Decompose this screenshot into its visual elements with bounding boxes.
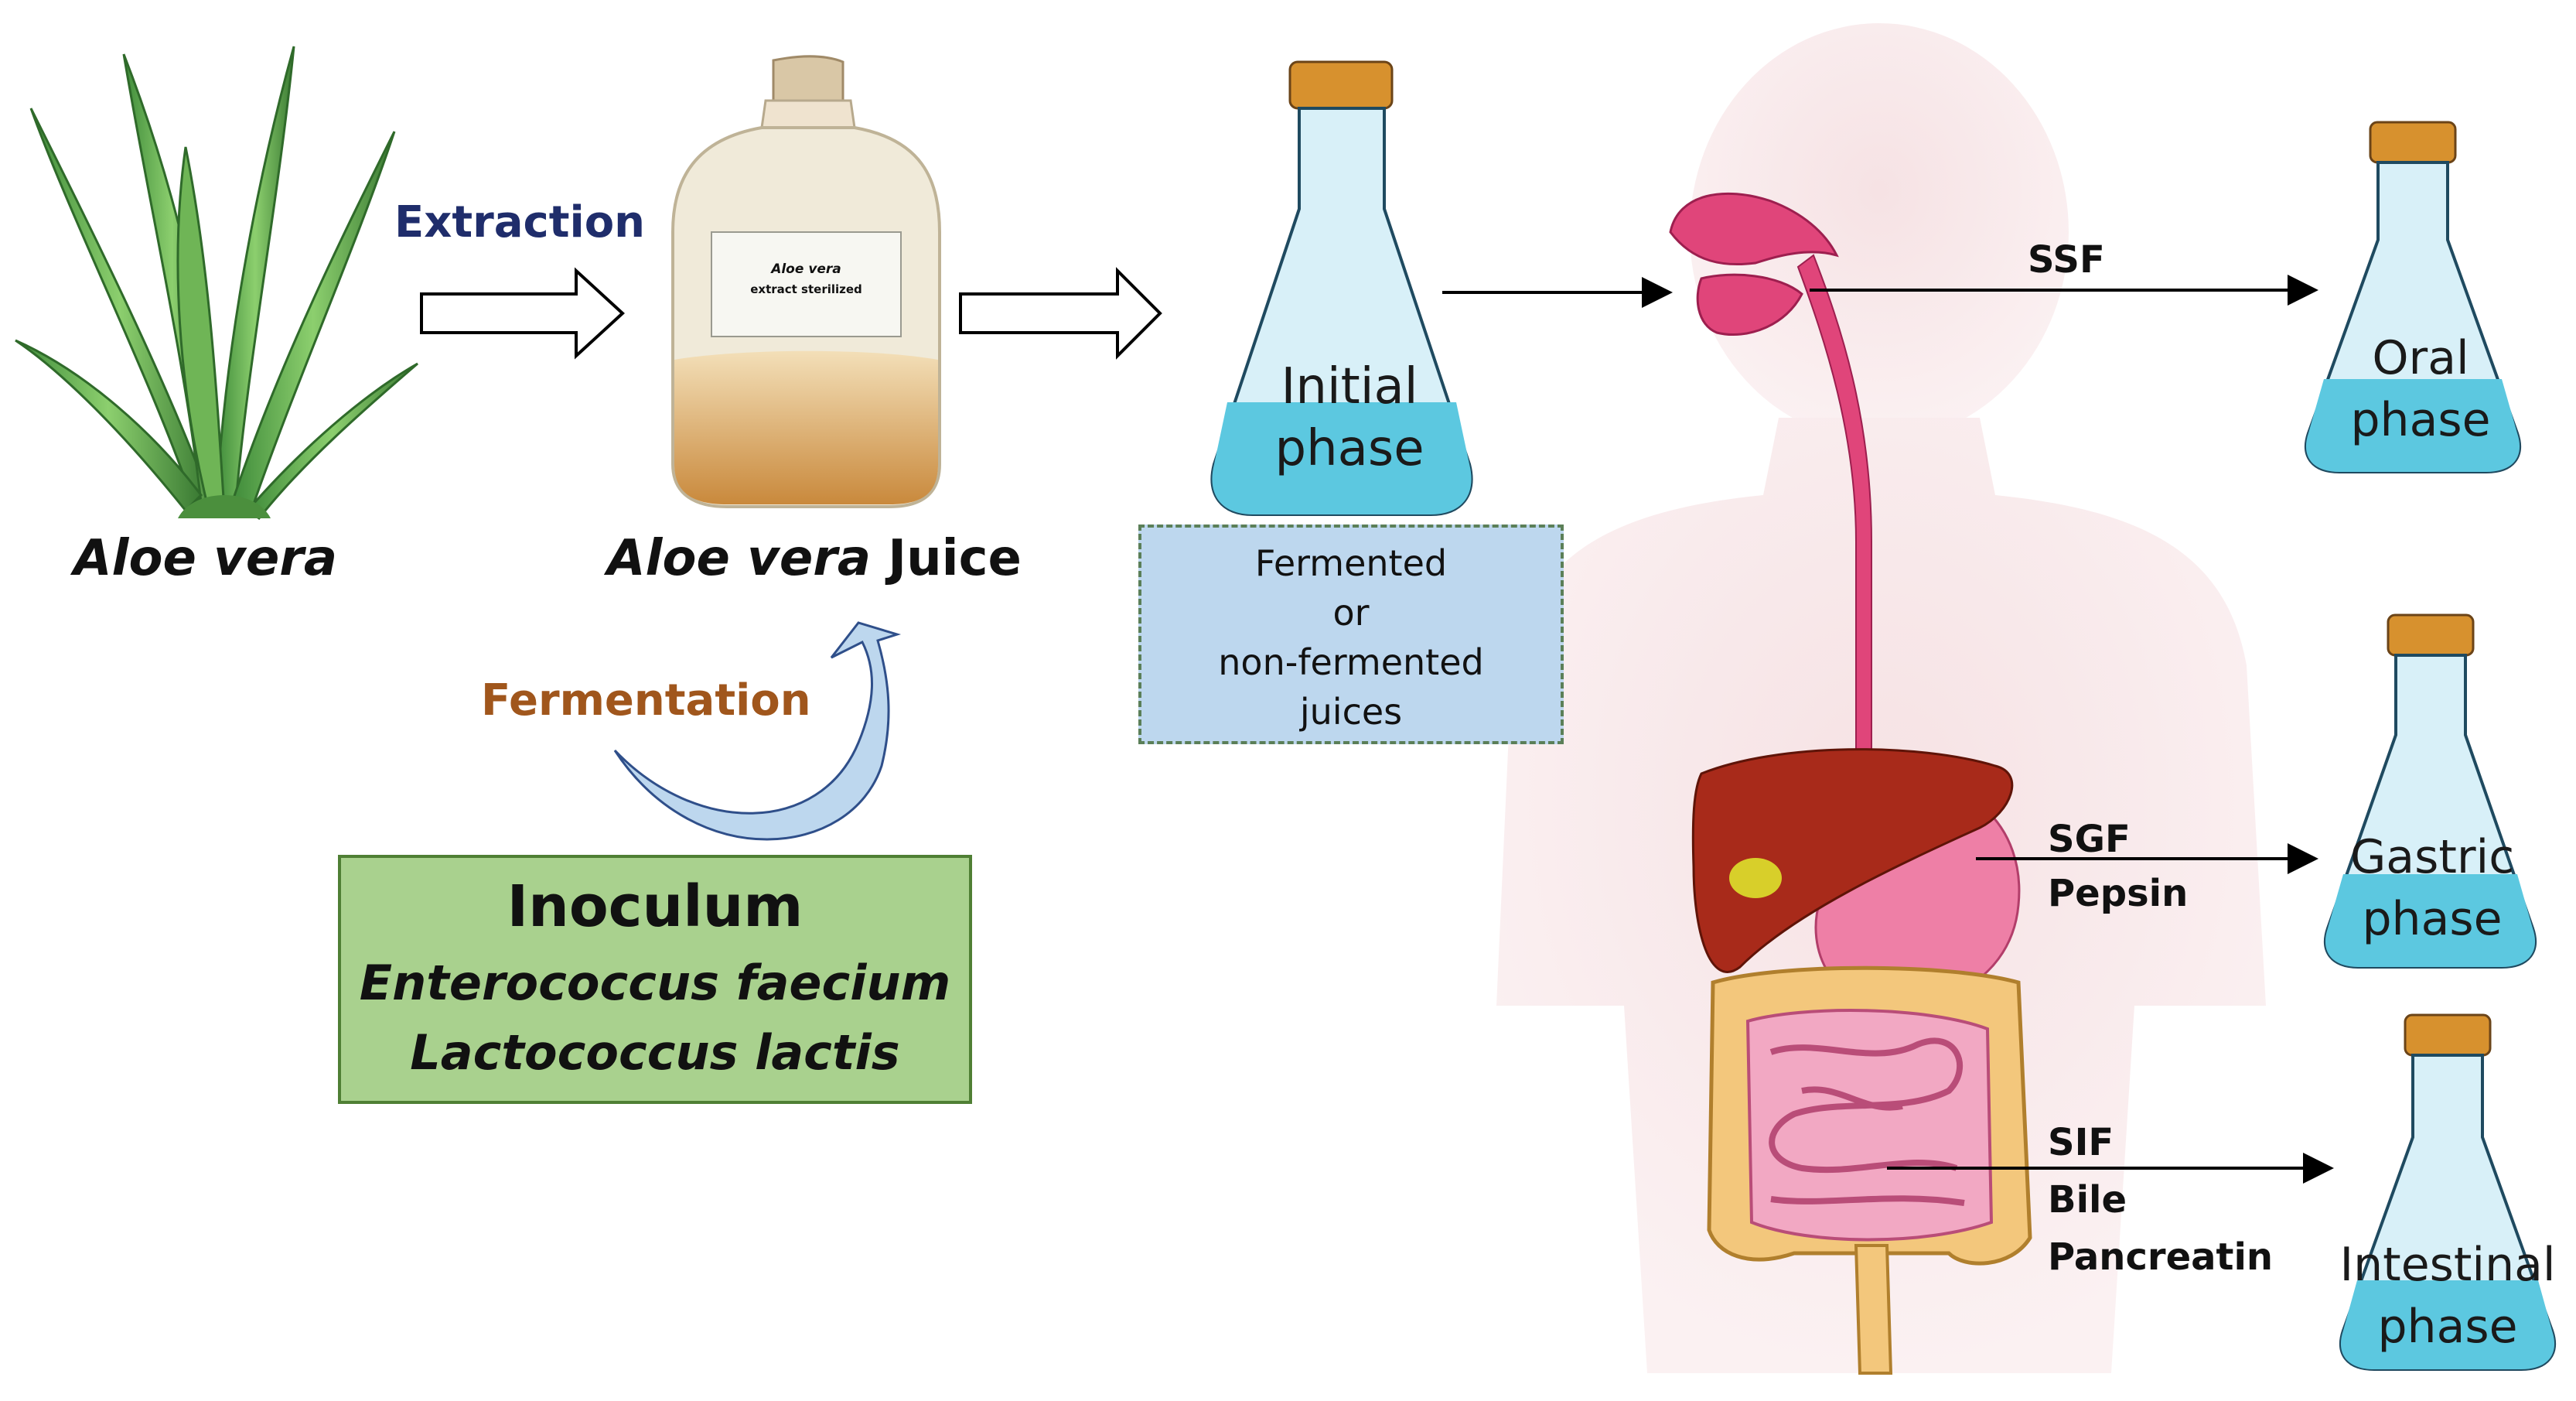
juice-bottle-icon xyxy=(671,55,941,508)
bottle-tag-line2: extract sterilized xyxy=(750,282,862,296)
pancreatin-label: Pancreatin xyxy=(2048,1235,2274,1279)
gastric-flask-line1: Gastric xyxy=(2349,830,2515,884)
extraction-arrow-icon xyxy=(420,267,625,360)
juice-type-text: Fermented or non-fermented juices xyxy=(1141,538,1561,736)
extraction-label: Extraction xyxy=(394,197,646,248)
juice-type-line3: non-fermented xyxy=(1218,641,1484,683)
pepsin-label: Pepsin xyxy=(2048,872,2189,915)
ssf-label: SSF xyxy=(2028,238,2105,282)
inoculum-title: Inoculum xyxy=(507,873,804,940)
juice-type-line1: Fermented xyxy=(1254,542,1448,584)
transfer-arrow-icon xyxy=(959,267,1162,360)
gastric-fluids: SGF Pepsin xyxy=(2048,812,2188,921)
intestinal-flask-icon xyxy=(2339,1013,2557,1371)
human-body-icon xyxy=(1496,23,2266,1375)
oral-flask-icon xyxy=(2304,121,2522,473)
intestinal-flask-line1: Intestinal xyxy=(2339,1238,2556,1292)
intestinal-fluids: SIF Bile Pancreatin xyxy=(2048,1114,2273,1286)
gastric-flask-icon xyxy=(2323,613,2537,969)
oral-flask-line2: phase xyxy=(2350,393,2491,447)
inoculum-species-1: Enterococcus faecium xyxy=(359,955,951,1011)
juice-type-line4: juices xyxy=(1299,691,1403,733)
aloe-plant-icon xyxy=(15,46,418,521)
sgf-label: SGF xyxy=(2048,818,2131,861)
inoculum-box: Inoculum Enterococcus faecium Lactococcu… xyxy=(338,855,972,1104)
intestinal-flask-line2: phase xyxy=(2377,1300,2518,1354)
juice-type-line2: or xyxy=(1332,592,1370,634)
fermentation-label: Fermentation xyxy=(481,675,811,726)
initial-flask-label: Initial phase xyxy=(1237,356,1462,480)
juice-caption: Aloe vera Juice xyxy=(607,530,1022,587)
aloe-vera-caption: Aloe vera xyxy=(73,530,337,587)
gastric-flask-label: Gastric phase xyxy=(2335,826,2529,950)
juice-caption-rest: Juice xyxy=(871,530,1022,587)
bottle-tag-line1: Aloe vera xyxy=(771,261,841,277)
oral-flask-line1: Oral xyxy=(2372,331,2469,385)
fermentation-arrow-icon xyxy=(613,621,902,841)
gastric-flask-line2: phase xyxy=(2362,892,2503,946)
bile-label: Bile xyxy=(2048,1178,2127,1222)
inoculum-species-2: Lactococcus lactis xyxy=(410,1024,900,1081)
oral-flask-label: Oral phase xyxy=(2324,327,2517,451)
initial-flask-line1: Initial xyxy=(1281,358,1418,415)
initial-flask-icon xyxy=(1210,60,1473,516)
juice-type-box: Fermented or non-fermented juices xyxy=(1138,525,1564,744)
intestinal-flask-label: Intestinal phase xyxy=(2339,1234,2556,1358)
juice-caption-italic: Aloe vera xyxy=(607,530,871,587)
sif-label: SIF xyxy=(2048,1121,2114,1164)
initial-flask-line2: phase xyxy=(1274,420,1424,477)
